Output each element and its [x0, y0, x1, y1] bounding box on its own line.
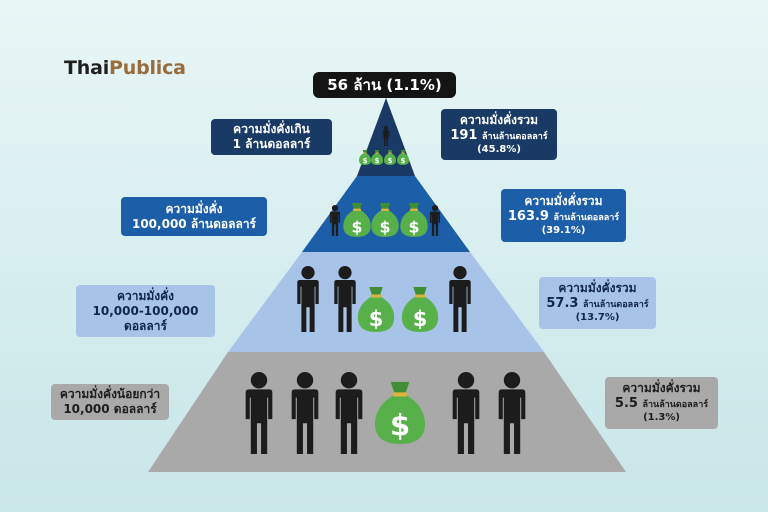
svg-text:$: $ [408, 217, 419, 236]
person-icon [429, 205, 441, 236]
money-bag-icon: $ [396, 150, 410, 165]
money-bag-icon: $ [371, 203, 399, 237]
money-bag-icon: $ [343, 203, 371, 237]
svg-text:$: $ [390, 409, 410, 443]
svg-text:$: $ [375, 157, 380, 165]
group-label-bottom: ความมั่งคั่งน้อยกว่า 10,000 ดอลลาร์ [51, 384, 169, 420]
svg-text:$: $ [363, 157, 368, 165]
person-icon [329, 205, 341, 236]
person-icon [335, 372, 363, 454]
person-icon [449, 266, 471, 332]
group-label-middle: ความมั่งคั่ง 10,000-100,000 ดอลลาร์ [76, 285, 215, 337]
wealth-label-top: ความมั่งคั่งรวม 191 ล้านล้านดอลลาร์ (45.… [441, 109, 557, 160]
money-bag-icon: $ [370, 150, 384, 165]
person-icon [334, 266, 356, 332]
top-population-badge: 56 ล้าน (1.1%) [313, 72, 456, 98]
money-bag-icon: $ [375, 382, 425, 444]
money-bag-icon: $ [400, 203, 428, 237]
wealth-label-bottom: ความมั่งคั่งรวม 5.5 ล้านล้านดอลลาร์ (1.3… [605, 377, 718, 429]
svg-text:$: $ [379, 217, 390, 236]
person-icon [452, 372, 480, 454]
wealth-label-upper: ความมั่งคั่งรวม 163.9 ล้านล้านดอลลาร์ (3… [501, 189, 626, 242]
wealth-label-middle: ความมั่งคั่งรวม 57.3 ล้านล้านดอลลาร์ (13… [539, 277, 656, 329]
svg-text:$: $ [388, 157, 393, 165]
group-label-upper: ความมั่งคั่ง 100,000 ล้านดอลลาร์ [121, 197, 267, 236]
money-bag-icon: $ [383, 150, 397, 165]
svg-text:$: $ [413, 307, 428, 331]
person-icon [245, 372, 273, 454]
person-icon [297, 266, 319, 332]
svg-text:$: $ [369, 307, 384, 331]
money-bag-icon: $ [401, 287, 439, 332]
money-bag-icon: $ [357, 287, 395, 332]
money-bag-icon: $ [358, 150, 372, 165]
svg-text:$: $ [351, 217, 362, 236]
thaipublica-logo: ThaiPublica [64, 57, 186, 79]
group-label-top: ความมั่งคั่งเกิน 1 ล้านดอลลาร์ [211, 119, 332, 155]
person-icon [498, 372, 526, 454]
person-icon [291, 372, 319, 454]
svg-text:$: $ [401, 157, 406, 165]
person-icon [382, 126, 390, 146]
